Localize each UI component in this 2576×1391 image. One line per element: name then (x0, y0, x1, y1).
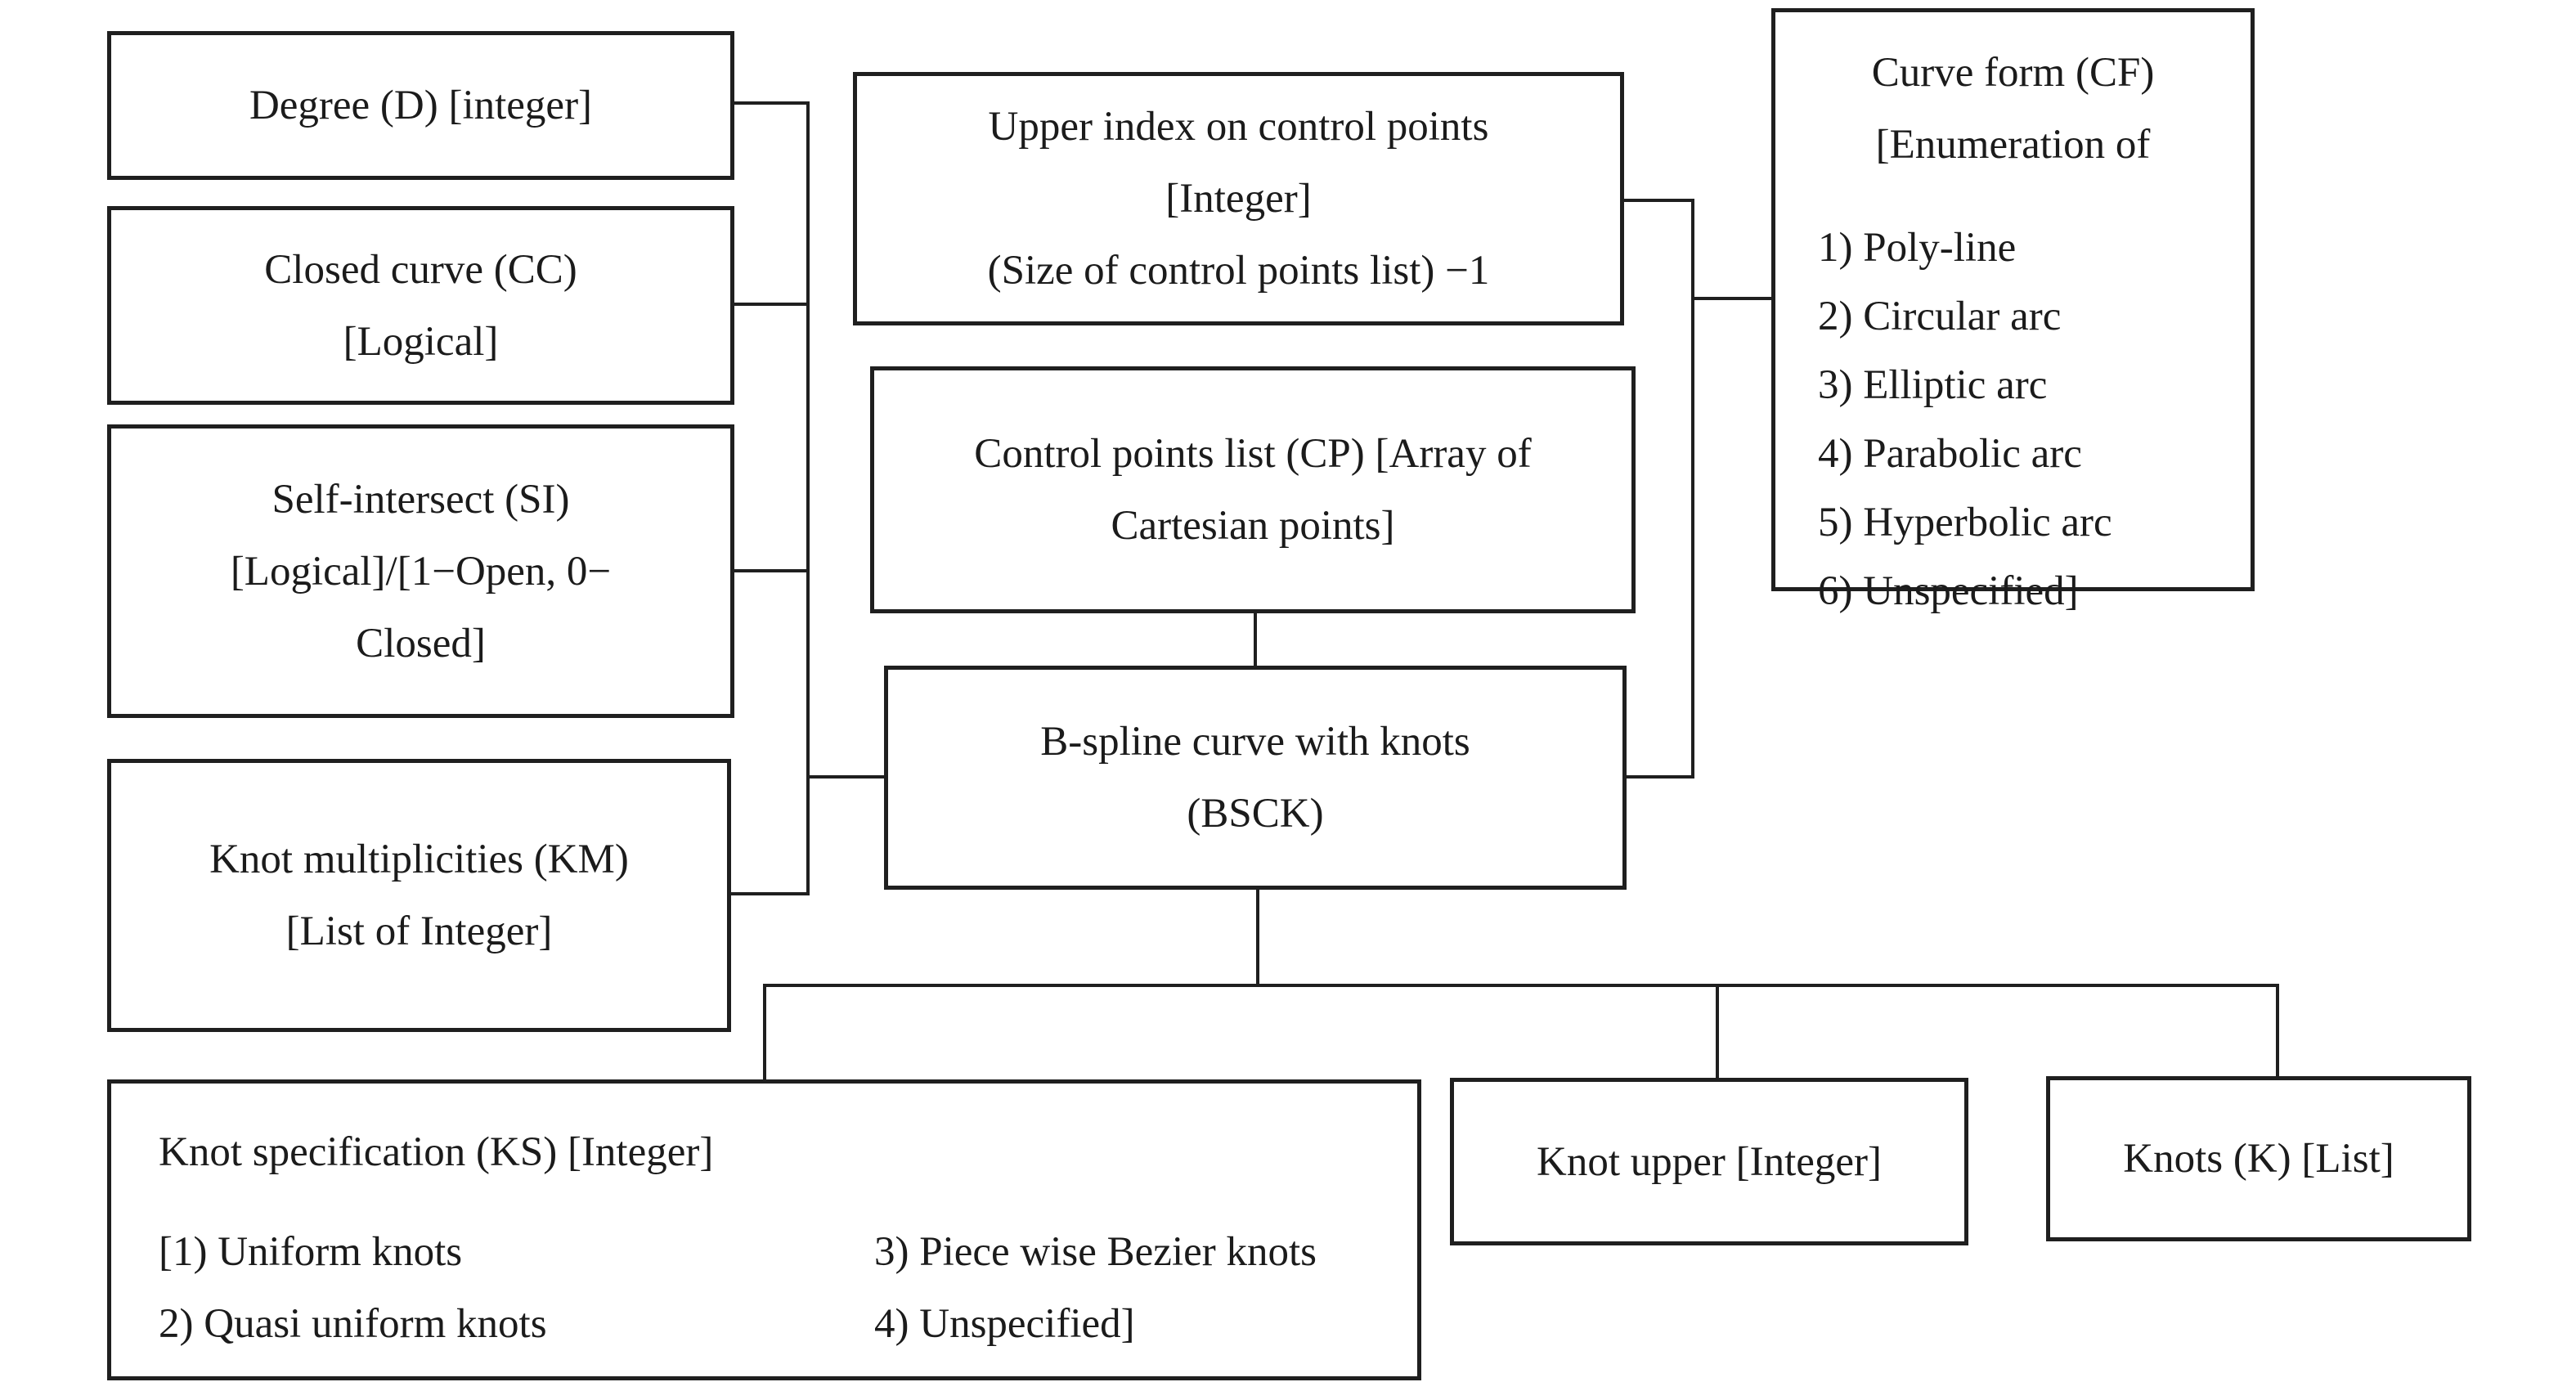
upper-index-label-line1: Upper index on control points (988, 104, 1489, 150)
connector-cc-stub (734, 303, 808, 306)
knot-upper-label: Knot upper [Integer] (1537, 1138, 1882, 1185)
knot-specification-item: 2) Quasi uniform knots (159, 1301, 547, 1347)
curve-form-title-line1: Curve form (CF) (1871, 50, 2155, 96)
degree-label: Degree (D) [integer] (249, 83, 593, 128)
knot-specification-item: 3) Piece wise Bezier knots (874, 1229, 1317, 1275)
closed-curve-label-line1: Closed curve (CC) (264, 246, 577, 293)
closed-curve-label-line2: [Logical] (343, 318, 499, 365)
knot-specification-title: Knot specification (KS) [Integer] (159, 1129, 714, 1175)
upper-index-label-line2: [Integer] (1165, 176, 1312, 222)
knot-multiplicities-box: Knot multiplicities (KM) [List of Intege… (107, 759, 731, 1032)
connector-right-trunk (1691, 199, 1694, 779)
connector-distribution-bar (763, 984, 2279, 987)
bsck-label-line2: (BSCK) (1187, 791, 1324, 837)
self-intersect-label-line1: Self-intersect (SI) (272, 476, 570, 523)
control-points-label-line2: Cartesian points] (1111, 503, 1395, 549)
knots-label: Knots (K) [List] (2123, 1136, 2394, 1182)
curve-form-item: 4) Parabolic arc (1818, 431, 2082, 477)
knot-specification-options: [1) Uniform knots 3) Piece wise Bezier k… (159, 1216, 1317, 1360)
knot-specification-box: Knot specification (KS) [Integer] [1) Un… (107, 1079, 1421, 1380)
connector-trunk-to-bsck (808, 775, 884, 779)
curve-form-item: 1) Poly-line (1818, 225, 2017, 271)
knot-multiplicities-label-line1: Knot multiplicities (KM) (209, 837, 629, 882)
connector-upper-index-stub (1624, 199, 1694, 202)
connector-drop-knot-spec (763, 984, 766, 1079)
control-points-box: Control points list (CP) [Array of Carte… (870, 366, 1636, 613)
curve-form-item: 3) Elliptic arc (1818, 362, 2048, 408)
knot-upper-box: Knot upper [Integer] (1450, 1078, 1968, 1245)
self-intersect-box: Self-intersect (SI) [Logical]/[1−Open, 0… (107, 424, 734, 718)
self-intersect-label-line3: Closed] (356, 620, 486, 666)
connector-drop-knots (2276, 984, 2279, 1076)
connector-bsck-right-stub (1627, 775, 1693, 779)
connector-bsck-down (1256, 890, 1259, 985)
connector-degree-stub (734, 101, 808, 105)
bsck-box: B-spline curve with knots (BSCK) (884, 666, 1627, 890)
curve-form-item: 6) Unspecified] (1818, 568, 2079, 614)
degree-box: Degree (D) [integer] (107, 31, 734, 180)
connector-drop-knot-upper (1716, 984, 1719, 1078)
knot-specification-item: 4) Unspecified] (874, 1301, 1135, 1347)
connector-si-stub (734, 569, 808, 572)
upper-index-label-line3: (Size of control points list) −1 (987, 248, 1490, 294)
connector-left-trunk (806, 101, 810, 895)
knot-multiplicities-label-line2: [List of Integer] (285, 909, 553, 954)
curve-form-box: Curve form (CF) [Enumeration of 1) Poly-… (1771, 8, 2255, 614)
self-intersect-label-line2: [Logical]/[1−Open, 0− (230, 548, 612, 595)
knots-box: Knots (K) [List] (2046, 1076, 2471, 1241)
connector-km-stub (731, 892, 808, 895)
curve-form-list: 1) Poly-line 2) Circular arc 3) Elliptic… (1775, 213, 2112, 626)
curve-form-item: 5) Hyperbolic arc (1818, 500, 2112, 545)
connector-curve-form-stub (1694, 297, 1771, 300)
connector-cp-to-bsck (1254, 613, 1257, 666)
curve-form-item: 2) Circular arc (1818, 294, 2062, 339)
control-points-label-line1: Control points list (CP) [Array of (974, 431, 1532, 477)
bsck-label-line1: B-spline curve with knots (1040, 719, 1470, 765)
upper-index-box: Upper index on control points [Integer] … (853, 72, 1624, 325)
curve-form-title-line2: [Enumeration of (1875, 122, 2151, 168)
knot-specification-item: [1) Uniform knots (159, 1229, 463, 1275)
closed-curve-box: Closed curve (CC) [Logical] (107, 206, 734, 405)
